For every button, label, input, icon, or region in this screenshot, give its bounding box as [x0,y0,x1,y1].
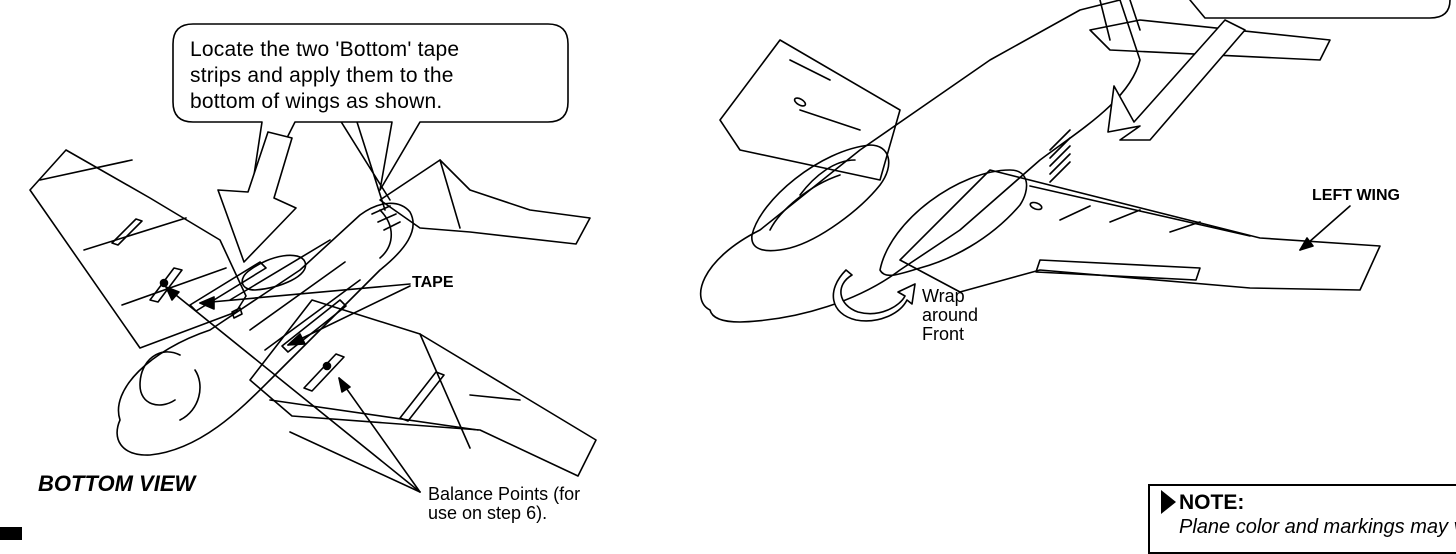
assembly-illustration [29,0,1451,493]
balance-label-line: use on step 6). [428,503,548,523]
wing-slot [399,371,445,422]
tape-strip [281,299,347,353]
callout-text: Locate the two 'Bottom' tape strips and … [190,37,570,115]
top-view-left-wing [899,169,1381,293]
callout-line: Locate the two 'Bottom' tape [190,38,460,61]
top-arrow [1107,19,1246,141]
note-box: NOTE: Plane color and markings may vary. [1148,484,1456,554]
balance-points-label: Balance Points (for use on step 6). [428,485,580,523]
top-view-airplane [699,0,1381,323]
wrap-label-line: Wrap [922,286,965,306]
wing-slot [149,267,183,303]
note-body: Plane color and markings may vary. [1179,516,1456,538]
callout-line: strips and apply them to the [190,64,454,87]
wrap-label-line: around [922,305,979,325]
bottom-view-airplane [29,99,597,477]
balance-point-dot [159,278,169,288]
balance-point-dot [322,361,332,371]
bottom-view-right-wing [249,299,597,477]
note-marker-icon [1161,490,1176,514]
wing-slot [111,218,143,246]
callout-line: bottom of wings as shown. [190,90,443,113]
left-wing-label: LEFT WING [1312,187,1400,204]
top-view-fuselage [699,0,1141,323]
wing-slot [303,353,345,392]
tape-label: TAPE [412,274,454,291]
down-arrow [217,131,297,263]
page-tab-marker [0,527,22,540]
note-title: NOTE: [1179,491,1245,514]
bottom-view-fuselage [116,202,414,456]
bottom-view-label: BOTTOM VIEW [38,471,196,496]
wrap-around-front-label: Wrap around Front [922,287,978,344]
balance-label-line: Balance Points (for [428,484,581,504]
wrap-label-line: Front [922,324,965,344]
bottom-view-left-wing [29,149,247,349]
wrap-arrow [832,269,916,322]
